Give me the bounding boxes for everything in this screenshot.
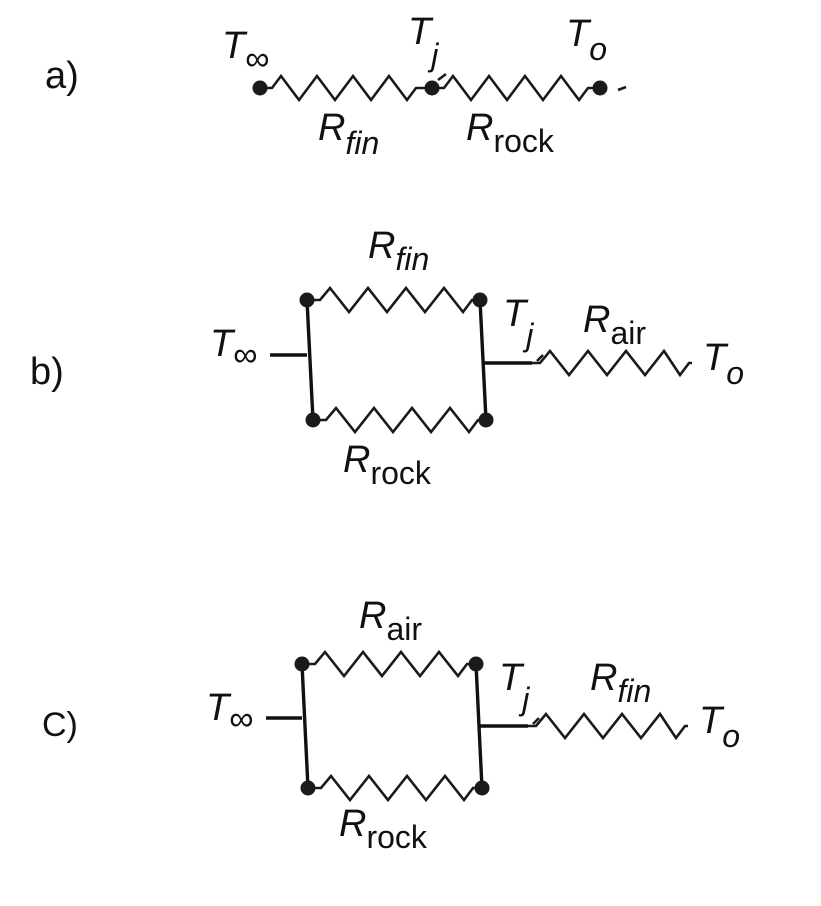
diagram-c-resistor-top <box>302 649 476 679</box>
diagram-b-tag: b) <box>30 351 64 393</box>
diagram-b-label-t-j: Tj <box>503 293 534 353</box>
diagram-b-label-t-o: To <box>703 337 744 391</box>
diagram-c-right-bus <box>474 663 484 789</box>
diagram-c: C) T∞ Tj To Rair Rrock Rfin <box>42 595 740 855</box>
diagram-a-resistor-rock <box>432 73 600 103</box>
diagram-a-label-r-fin: Rfin <box>318 107 379 161</box>
diagram-a-label-t-j: Tj <box>408 11 439 73</box>
diagram-b-label-r-bottom: Rrock <box>343 439 432 491</box>
diagram-b-node-top-left <box>299 292 315 308</box>
diagram-a-node-t-inf <box>252 80 268 96</box>
diagram-b-resistor-bottom <box>313 405 486 435</box>
diagram-b-resistor-top <box>307 285 480 315</box>
diagram-a-node-t-j <box>424 80 440 96</box>
diagram-b-left-bus <box>305 299 315 421</box>
diagram-a-end-tick <box>617 85 627 92</box>
diagram-c-left-bus <box>300 663 310 789</box>
diagram-a-label-t-o: To <box>566 13 607 67</box>
diagram-c-label-r-top: Rair <box>359 595 422 647</box>
diagram-c-node-bottom-right <box>474 780 490 796</box>
diagram-c-tick-mark <box>532 717 540 725</box>
diagram-c-label-t-inf: T∞ <box>206 687 253 738</box>
diagram-b-node-top-right <box>472 292 488 308</box>
diagram-b-label-t-inf: T∞ <box>210 323 257 374</box>
diagram-b-label-r-top: Rfin <box>368 225 429 277</box>
diagram-b-label-r-series: Rair <box>583 299 646 351</box>
diagram-c-label-r-series: Rfin <box>590 657 651 709</box>
diagram-b-resistor-series <box>532 348 692 378</box>
diagram-c-label-t-j: Tj <box>499 657 530 717</box>
diagram-c-label-t-o: To <box>699 700 740 754</box>
diagram-a: a) T∞ Tj To Rfin Rrock <box>45 11 627 161</box>
diagram-a-tick-mark <box>437 72 447 82</box>
diagram-b-node-bottom-right <box>478 412 494 428</box>
diagram-b-node-bottom-left <box>305 412 321 428</box>
diagram-c-node-top-left <box>294 656 310 672</box>
diagram-c-node-top-right <box>468 656 484 672</box>
diagram-a-label-t-inf: T∞ <box>222 25 269 78</box>
diagram-b: b) T∞ Tj To Rfin Rrock Rair <box>30 225 744 491</box>
diagram-b-right-bus <box>478 299 488 421</box>
diagram-c-node-bottom-left <box>300 780 316 796</box>
diagram-a-tag: a) <box>45 55 79 97</box>
diagram-a-resistor-fin <box>260 73 432 103</box>
diagram-b-tick-mark <box>536 354 544 362</box>
diagram-c-tag: C) <box>42 706 78 744</box>
diagram-a-label-r-rock: Rrock <box>466 107 555 159</box>
diagram-a-node-t-o <box>592 80 608 96</box>
diagram-c-resistor-bottom <box>308 773 482 803</box>
diagram-c-resistor-series <box>528 711 688 741</box>
diagram-c-label-r-bottom: Rrock <box>339 803 428 855</box>
